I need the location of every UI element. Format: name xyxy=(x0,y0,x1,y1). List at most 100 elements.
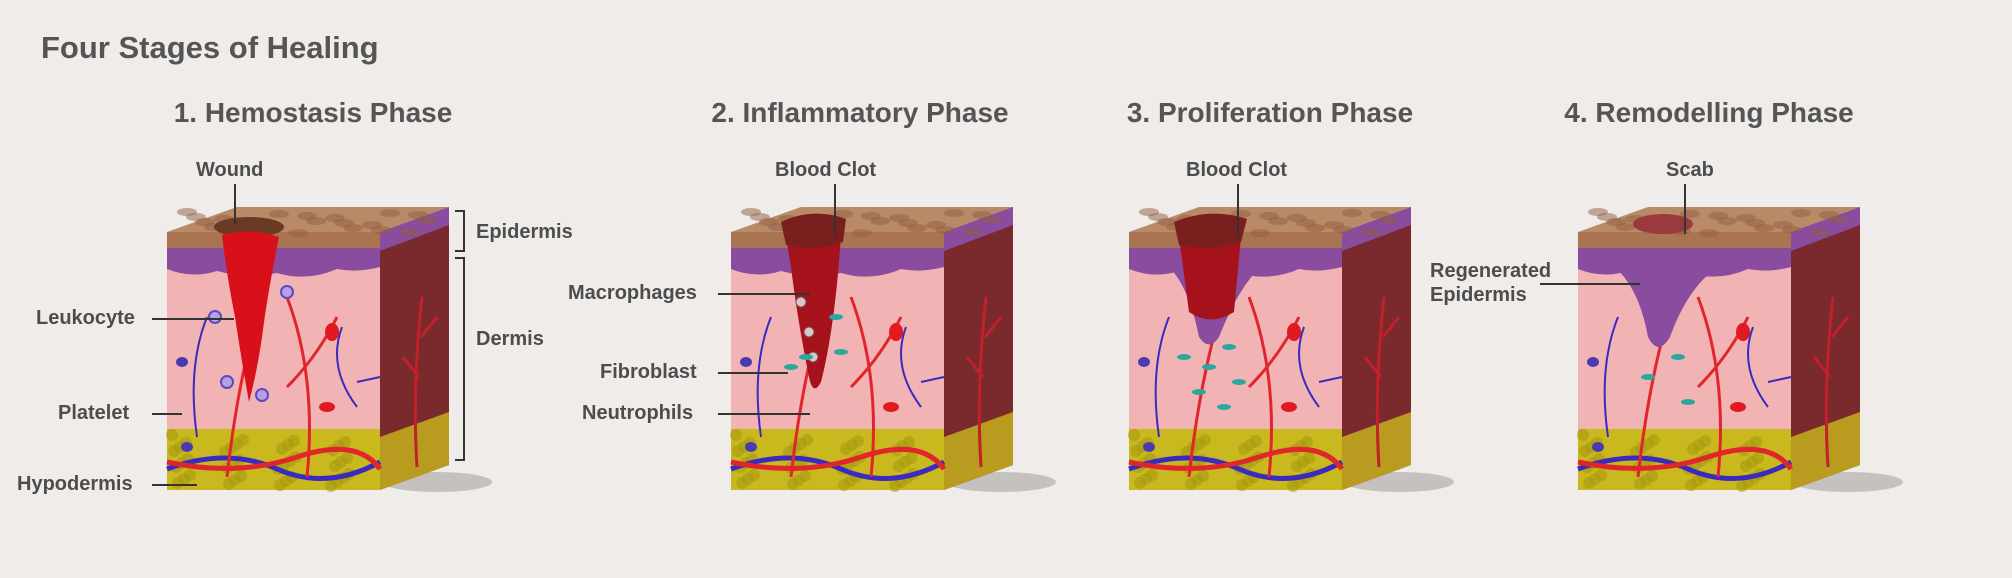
fibroblast xyxy=(1232,379,1246,385)
label-platelet: Platelet xyxy=(58,402,130,424)
red-blood-cell xyxy=(1730,402,1746,412)
fat-cell xyxy=(799,470,811,482)
platelet xyxy=(745,442,757,452)
skin-cell xyxy=(380,209,400,217)
platelet xyxy=(1592,442,1604,452)
red-blood-cell xyxy=(889,323,903,341)
platelet xyxy=(181,442,193,452)
side-vessel xyxy=(965,296,1003,468)
label-regenerated: Regenerated xyxy=(1430,260,1552,282)
fat-cell xyxy=(1197,470,1209,482)
fat-cell xyxy=(166,429,178,441)
skin-cell xyxy=(306,217,326,225)
fibroblast xyxy=(1177,354,1191,360)
venule xyxy=(1154,316,1343,438)
skin-cell xyxy=(907,224,927,232)
skin-cell xyxy=(1333,226,1353,234)
leader-line xyxy=(718,413,810,415)
wound-opening xyxy=(214,217,284,237)
fat-cell xyxy=(1128,429,1140,441)
vein xyxy=(1128,455,1344,481)
red-blood-cell xyxy=(1736,323,1750,341)
skin-surface-edge xyxy=(1578,232,1791,248)
red-blood-cell xyxy=(1287,323,1301,341)
artery xyxy=(1577,446,1794,471)
fat-cell xyxy=(1752,452,1764,464)
fat-cell xyxy=(235,470,247,482)
fat-cell xyxy=(341,452,353,464)
fibroblast xyxy=(1222,344,1236,350)
side-vessel xyxy=(401,296,439,468)
phase-title-proliferation: 3. Proliferation Phase xyxy=(1126,97,1414,128)
label-dermis: Dermis xyxy=(476,328,544,350)
page-title: Four Stages of Healing xyxy=(41,30,379,65)
vein xyxy=(166,455,382,481)
leader-line xyxy=(718,372,788,374)
phase-title-inflammatory: 2. Inflammatory Phase xyxy=(711,97,1009,128)
wound xyxy=(786,227,841,389)
skin-cell xyxy=(371,226,391,234)
side-vessel xyxy=(1812,296,1850,468)
phase-title-hemostasis: 1. Hemostasis Phase xyxy=(173,97,453,128)
leader-line xyxy=(1684,184,1686,234)
phase-title-remodelling: 4. Remodelling Phase xyxy=(1564,97,1854,128)
label-macrophages: Macrophages xyxy=(568,282,697,304)
leader-line xyxy=(1540,283,1640,285)
skin-cell xyxy=(1250,229,1270,237)
venule xyxy=(192,316,381,438)
fibroblast xyxy=(1192,389,1206,395)
fibroblast xyxy=(1671,354,1685,360)
fat-cell xyxy=(1646,470,1658,482)
blood-clot xyxy=(781,213,846,248)
scab xyxy=(1633,214,1693,234)
fat-cell xyxy=(1301,436,1313,448)
fibroblast xyxy=(799,354,813,360)
side-vessel xyxy=(1363,296,1401,468)
skin-cell xyxy=(944,209,964,217)
skin-cell xyxy=(269,210,289,218)
leader-line xyxy=(834,184,836,236)
fat-cell xyxy=(1146,469,1158,481)
fibroblast xyxy=(1202,364,1216,370)
skin-cell xyxy=(1782,226,1802,234)
fibroblast xyxy=(1681,399,1695,405)
fat-cell xyxy=(1595,469,1607,481)
fibroblast xyxy=(834,349,848,355)
side-fat xyxy=(944,412,1013,490)
label-regenerated-epidermis: Epidermis xyxy=(1430,284,1527,306)
skin-cell xyxy=(417,216,437,224)
fibroblast xyxy=(829,314,843,320)
platelet xyxy=(176,357,188,367)
artery xyxy=(1128,446,1345,471)
skin-diagram-proliferation xyxy=(1128,207,1454,492)
side-fat xyxy=(1342,412,1411,490)
skin-cell xyxy=(1305,224,1325,232)
fat-cell xyxy=(288,435,300,447)
fat-cell xyxy=(1648,434,1660,446)
label-hypodermis: Hypodermis xyxy=(17,473,133,495)
fat-cell xyxy=(903,436,915,448)
label-fibroblast: Fibroblast xyxy=(600,361,697,383)
skin-cell xyxy=(981,216,1001,224)
fat-cell xyxy=(1303,452,1315,464)
leukocyte xyxy=(255,388,269,402)
skin-cell xyxy=(833,210,853,218)
vein xyxy=(1577,455,1793,481)
side-fat xyxy=(380,412,449,490)
platelet xyxy=(1138,357,1150,367)
fat-cell xyxy=(730,429,742,441)
red-blood-cell xyxy=(883,402,899,412)
fibroblast xyxy=(1641,374,1655,380)
skin-cell xyxy=(1699,229,1719,237)
side-fat xyxy=(1791,412,1860,490)
fat-cell xyxy=(905,452,917,464)
fat-cell xyxy=(1577,429,1589,441)
skin-cell xyxy=(935,226,955,234)
skin-diagram-remodelling xyxy=(1577,207,1903,492)
fat-cell xyxy=(748,469,760,481)
fat-cell xyxy=(1699,435,1711,447)
skin-cell xyxy=(1717,217,1737,225)
fat-cell xyxy=(852,435,864,447)
leukocyte xyxy=(220,375,234,389)
fat-cell xyxy=(1250,435,1262,447)
